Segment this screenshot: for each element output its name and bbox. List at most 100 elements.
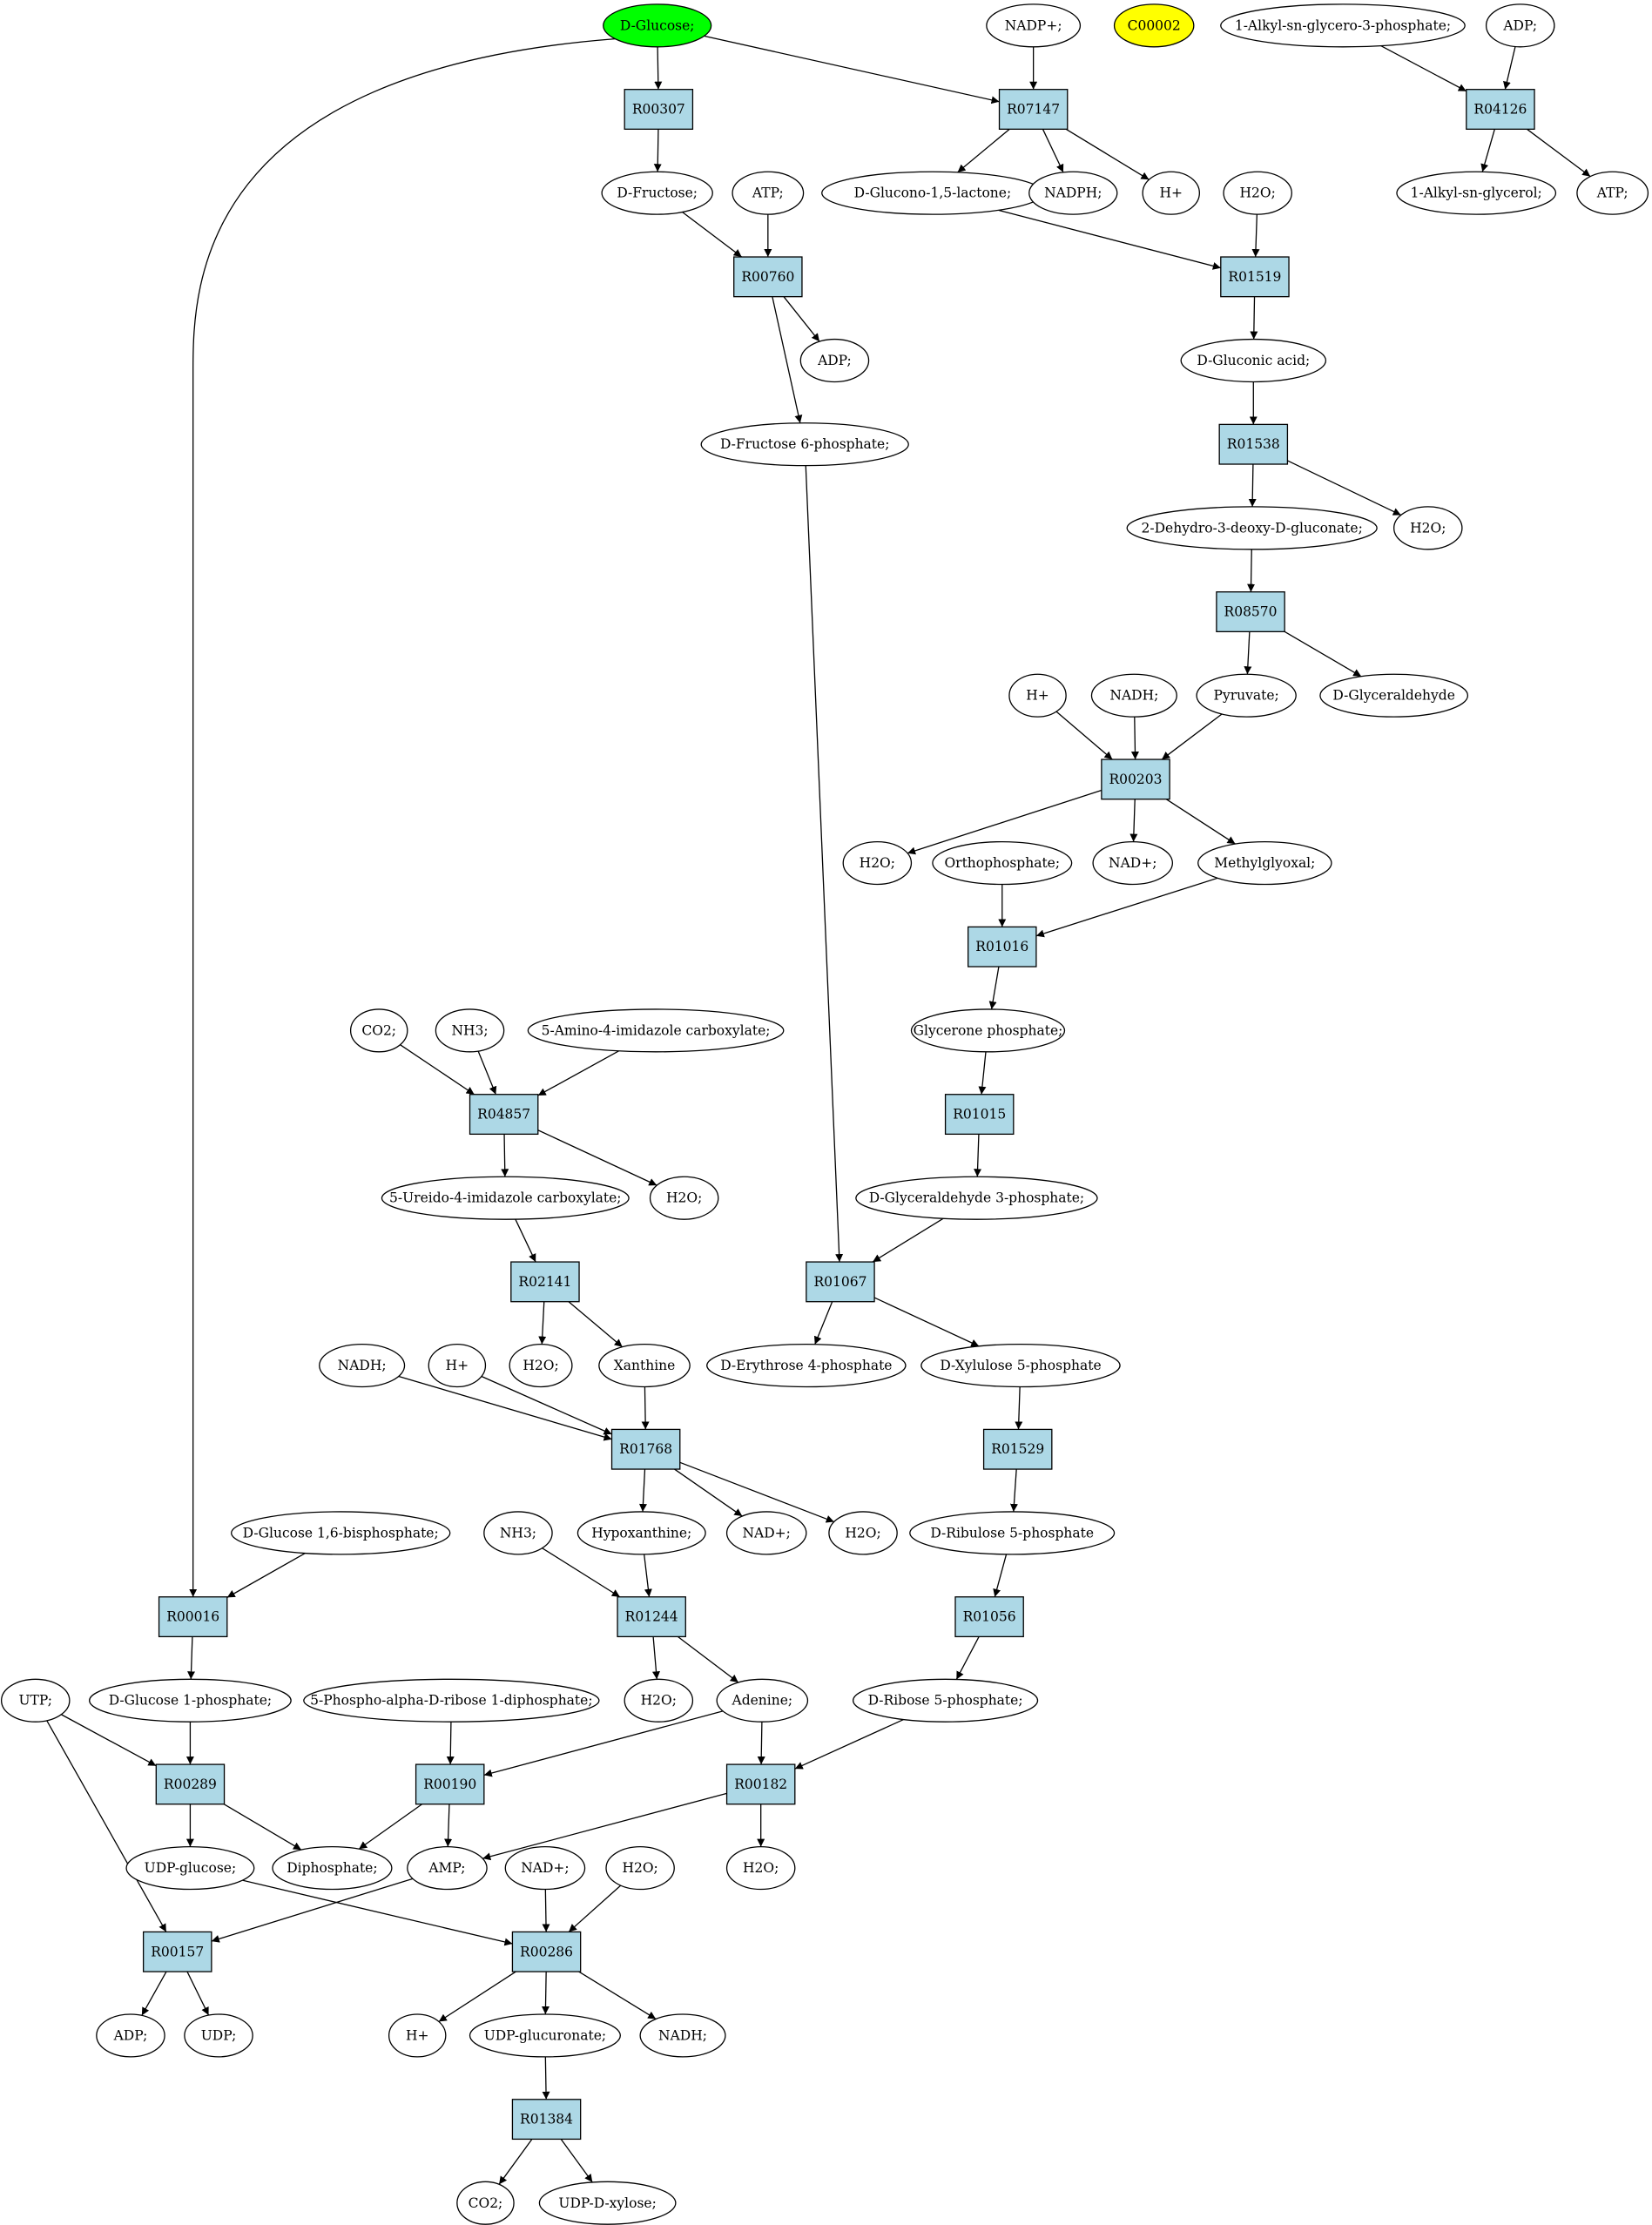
reaction-box (155, 1763, 226, 1805)
compound-label: AMP; (428, 1860, 465, 1876)
edge-R00182-to-amp (482, 1792, 727, 1861)
reaction-label: R01529 (991, 1441, 1044, 1457)
compound-node-g1p: D-Glucose 1-phosphate; (89, 1678, 292, 1723)
edge-ade-to-R00190 (483, 1710, 724, 1777)
reaction-label: R01384 (520, 2112, 573, 2127)
compound-ellipse (1180, 338, 1327, 383)
compound-ellipse (725, 1845, 796, 1891)
compound-label: ATP; (752, 185, 784, 201)
reaction-box (1218, 423, 1289, 465)
reaction-box (511, 2099, 582, 2141)
compound-ellipse (96, 2013, 165, 2058)
reaction-node-R00016: R00016 (158, 1596, 228, 1638)
compound-ellipse (1576, 171, 1649, 215)
compound-ellipse (700, 422, 909, 467)
reaction-label: R02141 (518, 1274, 571, 1290)
reaction-label: R01067 (813, 1274, 866, 1290)
compound-node-h_a: H+ (1142, 171, 1201, 215)
edge-R01244-to-h2o_g (652, 1636, 660, 1680)
compound-ellipse (388, 2013, 447, 2058)
compound-ellipse (603, 3, 712, 48)
edge-R01768-to-h2o_f (679, 1461, 834, 1523)
compound-node-udp: UDP; (184, 2013, 253, 2058)
compound-ellipse (504, 1845, 586, 1891)
reaction-label: R00182 (734, 1777, 787, 1792)
compound-label: D-Ribulose 5-phosphate (930, 1525, 1094, 1541)
compound-label: UDP-glucose; (145, 1860, 237, 1876)
edge-R02141-to-xan (568, 1301, 624, 1348)
reaction-node-R01519: R01519 (1220, 256, 1290, 298)
reaction-node-R01384: R01384 (511, 2099, 582, 2141)
compound-node-nad_b: NAD+; (725, 1511, 807, 1555)
compound-label: Pyruvate; (1214, 688, 1279, 704)
compound-label: D-Glucose 1-phosphate; (109, 1693, 272, 1709)
compound-label: 5-Amino-4-imidazole carboxylate; (542, 1022, 771, 1038)
compound-ellipse (407, 1845, 488, 1891)
compound-node-udpx: UDP-D-xylose; (538, 2181, 677, 2225)
compound-node-nadp: NADP+; (986, 3, 1082, 48)
edge-h_c-to-R01768 (481, 1375, 612, 1435)
compound-label: CO2; (361, 1022, 396, 1038)
reaction-box (968, 926, 1037, 968)
compound-ellipse (538, 2181, 677, 2225)
compound-ellipse (732, 171, 805, 215)
edge-utp-to-R00157 (46, 1720, 167, 1932)
reaction-label: R00190 (423, 1777, 476, 1792)
edge-R00203-to-h2o_c (907, 789, 1102, 855)
edge-R02141-to-h2o_e (538, 1301, 547, 1345)
compound-ellipse (1090, 673, 1177, 718)
reaction-box (610, 1428, 681, 1470)
reaction-box (725, 1763, 796, 1805)
compound-ellipse (624, 1678, 694, 1723)
reaction-node-R01016: R01016 (968, 926, 1037, 968)
compound-ellipse (509, 1343, 573, 1388)
compound-node-mgo: Methylglyoxal; (1197, 840, 1332, 886)
compound-label: NAD+; (742, 1525, 790, 1541)
edge-R00190-to-ppi (358, 1804, 422, 1850)
compound-label: D-Fructose 6-phosphate; (720, 436, 889, 452)
edge-nad_c-to-R00286 (542, 1889, 550, 1932)
compound-node-fru: D-Fructose; (601, 171, 713, 215)
compound-node-gald: D-Glyceraldehyde (1319, 673, 1469, 718)
compound-ellipse (1220, 3, 1466, 48)
compound-node-r5p: D-Ribose 5-phosphate; (852, 1678, 1039, 1723)
edge-R01519-to-glcnt (1250, 296, 1258, 340)
compound-ellipse (184, 2013, 253, 2058)
compound-ellipse (319, 1343, 406, 1388)
compound-label: H2O; (666, 1190, 702, 1206)
reaction-node-R00157: R00157 (142, 1931, 212, 1972)
compound-node-pi: Orthophosphate; (932, 840, 1073, 886)
edge-g3p-to-R01067 (872, 1217, 944, 1263)
compound-node-h2o_e: H2O; (509, 1343, 573, 1388)
compound-label: H+ (406, 2027, 429, 2043)
compound-node-alkgp: 1-Alkyl-sn-glycero-3-phosphate; (1220, 3, 1466, 48)
reaction-box (944, 1094, 1015, 1136)
compound-label: H2O; (845, 1525, 880, 1541)
compound-node-nadh_c: NADH; (639, 2013, 726, 2058)
compound-node-ppi: Diphosphate; (272, 1845, 393, 1891)
edge-R00203-to-mgo (1165, 799, 1236, 845)
compound-ellipse (435, 1008, 505, 1053)
compound-label: NADH; (338, 1358, 387, 1373)
compound-ellipse (1126, 506, 1378, 550)
reaction-label: R00289 (164, 1777, 217, 1792)
reaction-node-R00182: R00182 (725, 1763, 796, 1805)
compound-ellipse (842, 840, 913, 886)
edge-h2o_i-to-R00286 (568, 1885, 622, 1932)
edge-x5p-to-R01529 (1015, 1386, 1023, 1430)
compound-node-h_b: H+ (1008, 673, 1067, 718)
compound-node-h2o_b: H2O; (1393, 506, 1463, 550)
reaction-label: R01244 (625, 1609, 678, 1625)
reaction-node-R04126: R04126 (1466, 89, 1535, 130)
edge-uic-to-R02141 (515, 1218, 536, 1263)
compound-label: NAD+; (1109, 855, 1156, 871)
compound-ellipse (89, 1678, 292, 1723)
reaction-node-R01538: R01538 (1218, 423, 1289, 465)
compound-node-nh3_b: NH3; (483, 1511, 553, 1555)
compound-label: NAD+; (521, 1860, 569, 1876)
compound-node-x5p: D-Xylulose 5-phosphate (920, 1343, 1121, 1388)
edge-alkgp-to-R04126 (1380, 44, 1467, 92)
compound-ellipse (920, 1343, 1121, 1388)
reaction-box (998, 89, 1069, 130)
reaction-node-R00190: R00190 (415, 1763, 485, 1805)
